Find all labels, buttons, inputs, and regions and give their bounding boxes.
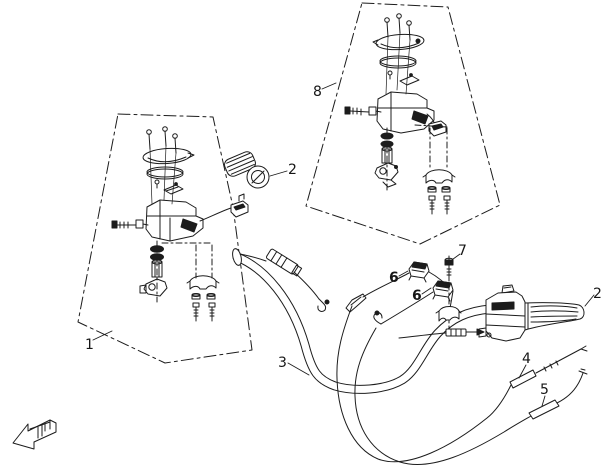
cable-clamps	[345, 255, 485, 339]
front-direction-arrow-icon	[12, 419, 57, 450]
brake-cable-adjuster	[239, 248, 330, 312]
callout-1: 1	[85, 337, 94, 353]
callout-6-upper: 6	[389, 270, 399, 286]
callout-3: 3	[278, 355, 287, 371]
callout-6-lower: 6	[412, 288, 422, 304]
left-grip	[224, 151, 270, 189]
callout-7: 7	[458, 243, 467, 259]
right-switch-assembly	[344, 13, 456, 215]
throttle-housing-assembly	[478, 284, 585, 342]
group-1-boundary	[77, 113, 253, 364]
cable-end-4	[336, 305, 588, 463]
callout-2-left: 2	[288, 162, 297, 178]
callout-5: 5	[540, 382, 549, 398]
callout-leaders	[92, 82, 595, 407]
group-8-boundary	[305, 2, 501, 245]
cable-end-5	[354, 327, 588, 465]
left-switch-assembly	[111, 126, 249, 322]
handlebar	[232, 248, 495, 394]
callout-8: 8	[313, 84, 322, 100]
callout-4: 4	[522, 351, 531, 367]
callout-2-right: 2	[593, 286, 602, 302]
